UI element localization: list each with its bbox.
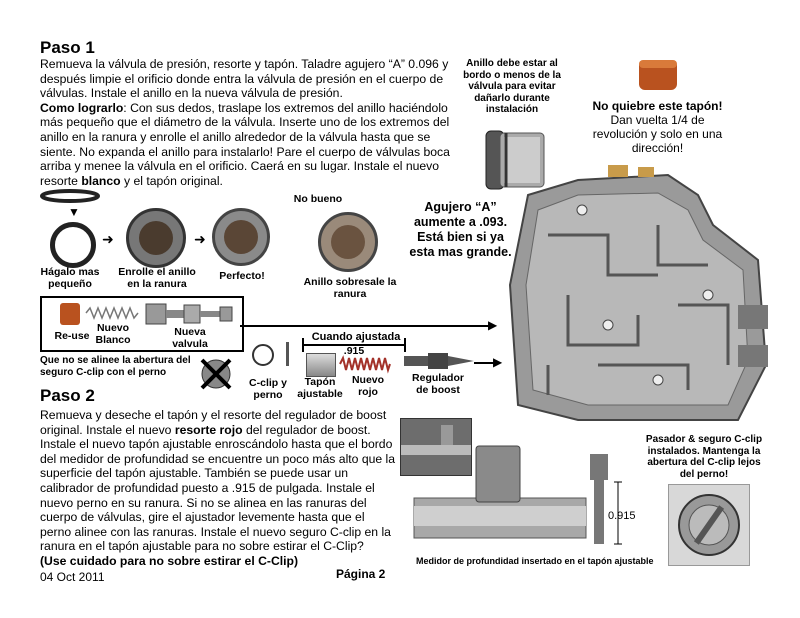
plug-warning-text: Dan vuelta 1/4 de revolución y solo en u… <box>592 113 723 155</box>
step1-p2: : Con sus dedos, traslape los extremos d… <box>40 100 450 188</box>
ring-side-photo <box>40 188 100 208</box>
pin-installed-photo <box>668 484 750 566</box>
step2-t1-bold: resorte rojo <box>174 422 243 437</box>
misaligned-note: Que no se alinee la abertura del seguro … <box>40 355 191 378</box>
dim-line <box>302 344 406 346</box>
step1-p2-bold: blanco <box>81 173 121 188</box>
hole-a-note: Agujero “A” aumente a .093. Está bien si… <box>409 200 512 259</box>
arrow-right-2: ➜ <box>194 231 206 247</box>
misaligned-x-photo <box>198 356 234 392</box>
step2-t2: del regulador de boost. Instale el nuevo… <box>40 422 396 554</box>
reuse-plug-photo <box>60 303 80 325</box>
plug-warning-title: No quiebre este tapón! <box>592 99 723 113</box>
step2-title: Paso 2 <box>40 386 95 405</box>
white-spring-photo <box>85 305 139 321</box>
new-valve-label: Nueva valvula <box>172 326 208 350</box>
gauge-value: 0.915 <box>608 510 636 522</box>
step2-t1: Remueva y deseche el tapón y el resorte … <box>40 408 387 437</box>
roll-ring-photo <box>126 208 186 268</box>
ring-note: Anillo debe estar al bordo o menos de la… <box>463 58 561 115</box>
cclip-photo <box>252 344 274 366</box>
make-small-label: Hágalo mas pequeño <box>40 266 100 290</box>
pin-photo <box>286 342 289 366</box>
protrudes-label: Anillo sobresale la ranura <box>303 276 397 300</box>
arrow-right-1: ➜ <box>102 231 114 247</box>
adjusted-label: Cuando ajustada <box>311 331 401 343</box>
plug-warning: No quiebre este tapón! Dan vuelta 1/4 de… <box>585 99 730 155</box>
step2-text: Remueva y deseche el tapón y el resorte … <box>40 408 396 569</box>
adj-plug-label: Tapón ajustable <box>297 376 343 400</box>
boost-reg-label: Regulador de boost <box>412 372 464 396</box>
dim-value: .915 <box>343 345 365 357</box>
new-white-label: Nuevo Blanco <box>95 322 131 346</box>
depth-gauge-drawing <box>588 452 640 548</box>
valve-photo <box>480 125 548 193</box>
red-spring-photo <box>339 355 391 374</box>
arrowhead-1: ▶ <box>488 318 498 332</box>
valve-body-photo <box>508 165 770 423</box>
plug-photo <box>636 56 680 94</box>
reuse-label: Re-use <box>54 330 90 342</box>
step2-t3: (Use cuidado para no sobre estirar el C-… <box>40 553 299 568</box>
new-valve-photo <box>145 302 234 326</box>
perfect-ring-photo <box>212 208 270 266</box>
footer-page: Página 2 <box>336 567 386 581</box>
roll-label: Enrolle el anillo en la ranura <box>118 266 196 290</box>
not-good-label: No bueno <box>293 193 343 205</box>
not-good-ring-photo <box>318 212 378 272</box>
arrow-line-2 <box>474 362 494 364</box>
gauge-caption: Medidor de profundidad insertado en el t… <box>416 556 654 566</box>
gauge-closeup-photo <box>400 418 472 476</box>
parts-box <box>40 296 244 352</box>
pin-note: Pasador & seguro C-clip instalados. Mant… <box>645 434 763 480</box>
cclip-label: C-clip y perno <box>249 377 287 401</box>
arrow-line-1 <box>240 325 492 327</box>
small-ring-photo <box>50 222 96 268</box>
step1-p1: Remueva la válvula de presión, resorte y… <box>40 57 449 101</box>
perfect-label: Perfecto! <box>219 270 265 282</box>
arrowhead-2: ▶ <box>493 355 503 369</box>
footer-date: 04 Oct 2011 <box>40 570 105 584</box>
step1-title: Paso 1 <box>40 38 95 57</box>
dim-tick-left <box>302 338 304 352</box>
how-label: Como lograrlo <box>40 100 124 115</box>
step1-text: Remueva la válvula de presión, resorte y… <box>40 57 450 188</box>
gauge-main-photo <box>413 445 587 548</box>
new-red-label: Nuevo rojo <box>351 374 385 398</box>
adj-plug-photo <box>306 353 336 377</box>
step1-p2-end: y el tapón original. <box>120 173 223 188</box>
down-arrow: ▼ <box>68 205 80 219</box>
dim-tick-right <box>404 338 406 352</box>
boost-reg-photo <box>404 352 474 370</box>
